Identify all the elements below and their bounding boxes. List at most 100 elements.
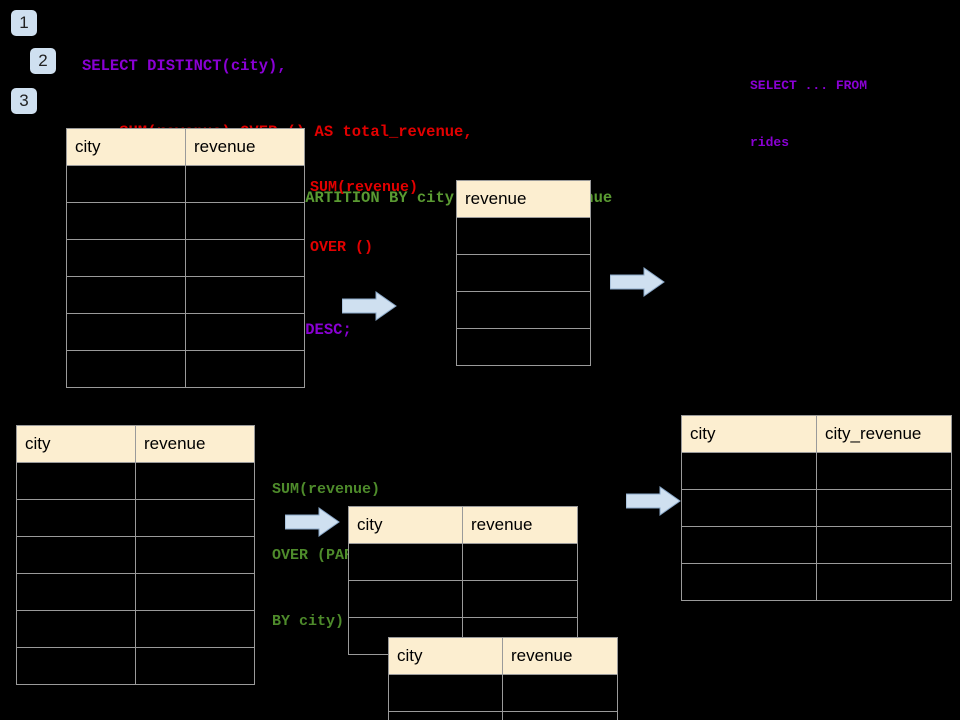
table-body <box>456 217 591 366</box>
table-header-row: city revenue <box>388 637 618 675</box>
table-total-revenue: revenue <box>456 180 591 366</box>
sql-line-select: SELECT DISTINCT(city), <box>82 57 287 75</box>
table-row <box>66 165 305 203</box>
table-cell <box>66 202 186 240</box>
table-cell <box>185 276 305 314</box>
table-cell <box>456 328 591 366</box>
table-cell <box>456 217 591 255</box>
table-cell <box>16 536 136 574</box>
table-source-top: city revenue <box>66 128 305 388</box>
table-cell <box>348 543 463 581</box>
table-cell <box>185 350 305 388</box>
table-row <box>681 489 952 527</box>
table-row <box>456 328 591 366</box>
table-row <box>388 711 618 720</box>
column-header-revenue: revenue <box>462 506 578 544</box>
table-cell <box>135 462 255 500</box>
table-header-row: revenue <box>456 180 591 218</box>
table-body <box>681 452 952 601</box>
table-body <box>66 165 305 388</box>
table-row <box>456 291 591 329</box>
table-row <box>681 452 952 490</box>
table-cell <box>681 526 817 564</box>
table-cell <box>502 674 618 712</box>
table-row <box>16 610 255 648</box>
table-row <box>16 573 255 611</box>
annotation-sum-partition-line-1: SUM(revenue) <box>272 481 381 498</box>
table-cell <box>66 165 186 203</box>
annotation-select-from-line-1: SELECT ... FROM <box>750 78 868 93</box>
table-row <box>66 239 305 277</box>
annotation-sum-over-line-2: OVER () <box>310 239 374 256</box>
table-cell <box>135 573 255 611</box>
table-cell <box>816 489 952 527</box>
table-cell <box>456 291 591 329</box>
table-cell <box>816 452 952 490</box>
table-cell <box>681 563 817 601</box>
annotation-select-from: SELECT ... FROM rides <box>750 38 867 190</box>
annotation-sum-partition-line-3: BY city) <box>272 613 345 630</box>
table-cell <box>135 499 255 537</box>
table-cell <box>816 526 952 564</box>
table-cell <box>462 580 578 618</box>
table-partition-b: city revenue <box>388 637 618 720</box>
table-result: city city_revenue <box>681 415 952 601</box>
column-header-revenue: revenue <box>185 128 305 166</box>
table-row <box>66 202 305 240</box>
table-cell <box>816 563 952 601</box>
column-header-city-revenue: city_revenue <box>816 415 952 453</box>
arrow-source-to-partition-icon <box>285 507 340 537</box>
annotation-select-from-line-2: rides <box>750 135 790 150</box>
arrow-partition-to-result-icon <box>626 486 681 516</box>
step-badge-2: 2 <box>30 48 56 74</box>
table-cell <box>681 489 817 527</box>
column-header-revenue: revenue <box>456 180 591 218</box>
table-body <box>16 462 255 685</box>
step-badge-1: 1 <box>11 10 37 36</box>
table-header-row: city revenue <box>16 425 255 463</box>
column-header-city: city <box>388 637 503 675</box>
table-cell <box>135 647 255 685</box>
table-cell <box>16 647 136 685</box>
column-header-city: city <box>66 128 186 166</box>
column-header-revenue: revenue <box>502 637 618 675</box>
table-row <box>456 254 591 292</box>
table-cell <box>135 610 255 648</box>
step-badge-3: 3 <box>11 88 37 114</box>
table-row <box>66 276 305 314</box>
table-cell <box>681 452 817 490</box>
table-row <box>66 350 305 388</box>
table-header-row: city revenue <box>348 506 578 544</box>
annotation-sum-over-line-1: SUM(revenue) <box>310 179 419 196</box>
column-header-city: city <box>681 415 817 453</box>
table-cell <box>16 462 136 500</box>
table-cell <box>66 276 186 314</box>
table-row <box>681 563 952 601</box>
table-row <box>348 543 578 581</box>
arrow-total-to-result-icon <box>610 267 665 297</box>
table-row <box>66 313 305 351</box>
table-cell <box>16 610 136 648</box>
table-row <box>456 217 591 255</box>
table-cell <box>502 711 618 720</box>
table-cell <box>388 711 503 720</box>
table-cell <box>185 202 305 240</box>
table-cell <box>16 573 136 611</box>
table-cell <box>185 313 305 351</box>
column-header-city: city <box>16 425 136 463</box>
table-source-bottom: city revenue <box>16 425 255 685</box>
annotation-sum-over: SUM(revenue) OVER () <box>310 138 418 298</box>
table-row <box>388 674 618 712</box>
table-cell <box>66 350 186 388</box>
table-row <box>681 526 952 564</box>
column-header-city: city <box>348 506 463 544</box>
table-cell <box>388 674 503 712</box>
arrow-source-to-total-icon <box>342 291 397 321</box>
table-row <box>16 499 255 537</box>
table-row <box>16 462 255 500</box>
table-cell <box>66 313 186 351</box>
table-body <box>388 674 618 720</box>
table-cell <box>135 536 255 574</box>
table-cell <box>185 165 305 203</box>
